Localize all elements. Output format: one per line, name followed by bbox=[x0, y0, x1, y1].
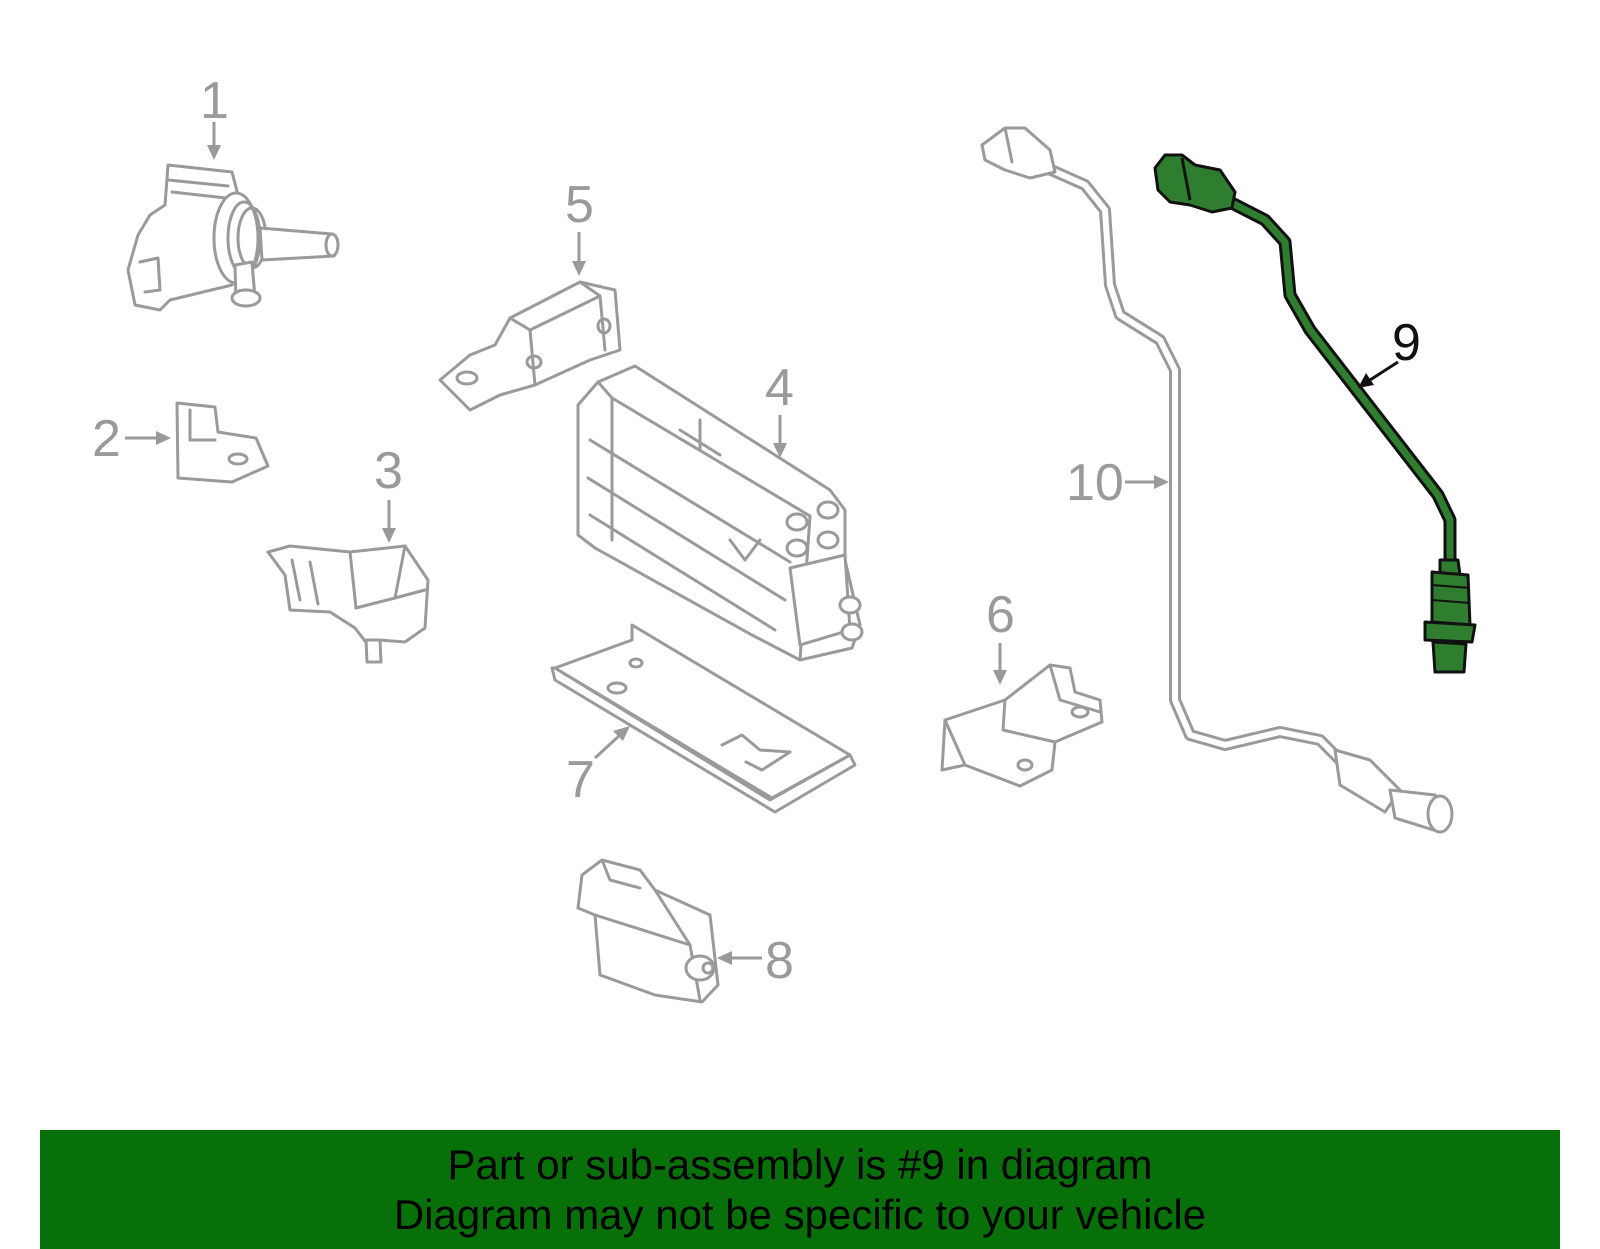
callout-8: 8 bbox=[717, 932, 794, 990]
callout-9: 9 bbox=[1358, 314, 1421, 388]
part-6-bracket[interactable] bbox=[940, 663, 1104, 788]
callout-label-5: 5 bbox=[565, 176, 594, 234]
callout-5: 5 bbox=[565, 176, 594, 276]
part-9-oxygen-sensor-highlighted[interactable] bbox=[1153, 153, 1477, 674]
part-8-sensor-module[interactable] bbox=[576, 858, 720, 1004]
callout-2: 2 bbox=[92, 410, 171, 468]
callout-1: 1 bbox=[200, 72, 229, 160]
callout-label-2: 2 bbox=[92, 410, 121, 468]
callout-4: 4 bbox=[765, 359, 794, 458]
callout-10: 10 bbox=[1066, 454, 1169, 512]
callout-label-8: 8 bbox=[765, 932, 794, 990]
part-5-bracket[interactable] bbox=[438, 280, 622, 412]
callout-label-10: 10 bbox=[1066, 454, 1124, 512]
info-banner: Part or sub-assembly is #9 in diagram Di… bbox=[40, 1130, 1560, 1249]
banner-line-part: Part or sub-assembly is #9 in diagram bbox=[447, 1140, 1153, 1188]
callout-3: 3 bbox=[374, 442, 403, 543]
part-10-oxygen-sensor[interactable] bbox=[980, 126, 1454, 834]
callout-label-1: 1 bbox=[200, 72, 229, 130]
part-7-tray[interactable] bbox=[550, 623, 857, 814]
parts-diagram: 1 2 3 4 5 6 7 8 9 bbox=[92, 72, 1477, 1004]
banner-line-disclaimer: Diagram may not be specific to your vehi… bbox=[393, 1190, 1207, 1238]
callout-label-4: 4 bbox=[765, 359, 794, 417]
part-2-bracket[interactable] bbox=[175, 401, 270, 484]
callout-label-6: 6 bbox=[986, 586, 1015, 644]
part-1-purge-valve[interactable] bbox=[126, 163, 340, 312]
part-4-canister[interactable] bbox=[576, 364, 864, 662]
part-3-pressure-sensor[interactable] bbox=[266, 544, 430, 664]
callout-6: 6 bbox=[986, 586, 1015, 685]
callout-7: 7 bbox=[566, 726, 630, 809]
callout-label-3: 3 bbox=[374, 442, 403, 500]
callout-label-7: 7 bbox=[566, 751, 595, 809]
